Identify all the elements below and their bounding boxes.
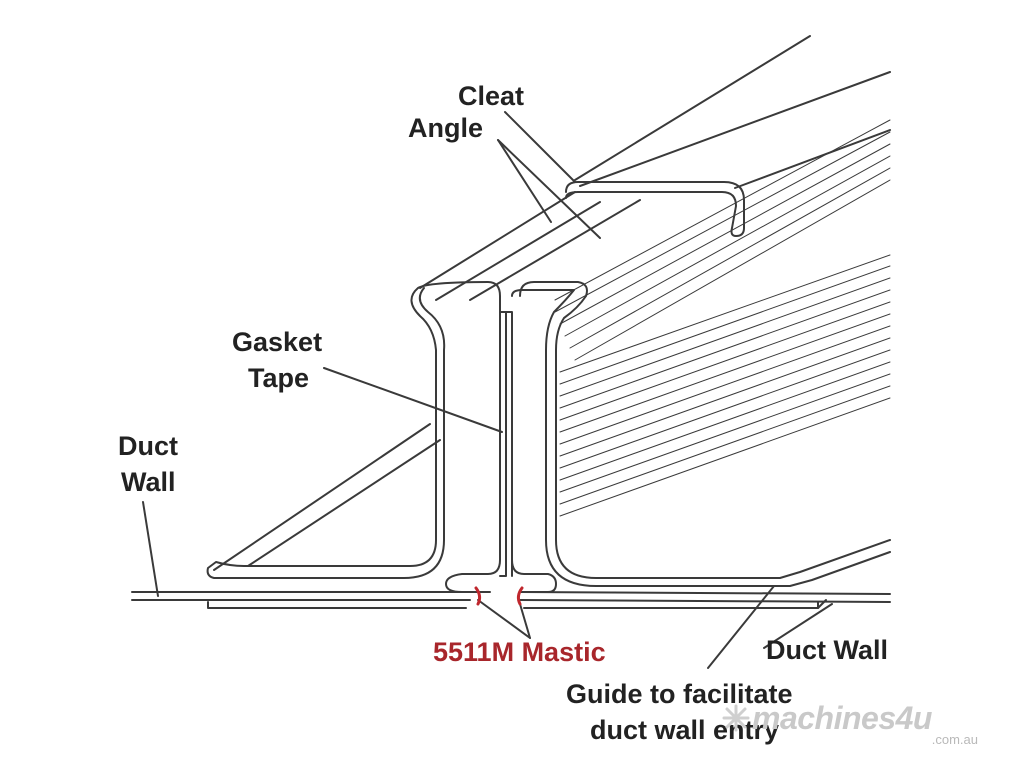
leader-duct-wall-right — [763, 603, 833, 649]
left-angle-top — [419, 191, 576, 289]
label-cleat: Cleat — [458, 81, 525, 111]
label-mastic: 5511M Mastic — [433, 637, 606, 667]
cleat-top-edge — [574, 35, 811, 181]
label-duct-wall-left-2: Wall — [121, 467, 176, 497]
gear-logo-icon — [722, 704, 750, 732]
duct-wall-line-top — [131, 591, 891, 595]
left-flange-recede — [213, 423, 431, 571]
right-angle-bottom-hook — [511, 559, 557, 593]
left-angle-profile — [206, 281, 501, 593]
right-angle-profile-inner — [511, 289, 891, 587]
leader-cleat — [504, 111, 576, 183]
label-duct-wall-left-1: Duct — [118, 431, 178, 461]
right-angle-profile — [519, 281, 891, 579]
mastic-bead-left — [474, 586, 482, 606]
gasket-tape — [499, 311, 513, 577]
cleat-back-edge — [734, 129, 891, 189]
label-angle: Angle — [408, 113, 484, 143]
label-gasket: Gasket — [232, 327, 323, 357]
duct-wall-line-bottom — [131, 599, 891, 603]
leader-angle-1 — [497, 139, 552, 223]
mastic-bead-right — [516, 586, 524, 606]
cleat-profile — [565, 181, 745, 237]
leader-guide — [707, 585, 775, 669]
watermark-word: machines4u — [752, 700, 932, 736]
leader-mastic-left — [477, 599, 531, 639]
label-duct-wall-right: Duct Wall — [766, 635, 889, 665]
leader-gasket — [323, 367, 503, 433]
cleat-top-edge-lower — [579, 71, 891, 187]
label-guide-line2: duct wall entry — [590, 715, 780, 745]
watermark-domain: .com.au — [931, 732, 978, 747]
leader-mastic-right — [519, 603, 531, 639]
left-flange-recede-2 — [247, 439, 441, 567]
label-tape: Tape — [248, 363, 310, 393]
duct-wall-plate — [207, 601, 819, 609]
angle-hatching — [554, 119, 891, 517]
label-guide-line1: Guide to facilitate — [566, 679, 793, 709]
machines4u-watermark: machines4u .com.au — [722, 700, 992, 748]
leader-duct-wall-left — [142, 501, 159, 597]
leader-angle-2 — [497, 139, 601, 239]
left-angle-top-3 — [469, 199, 641, 301]
left-angle-top-2 — [435, 201, 601, 301]
duct-wall-right-edge — [817, 599, 827, 609]
